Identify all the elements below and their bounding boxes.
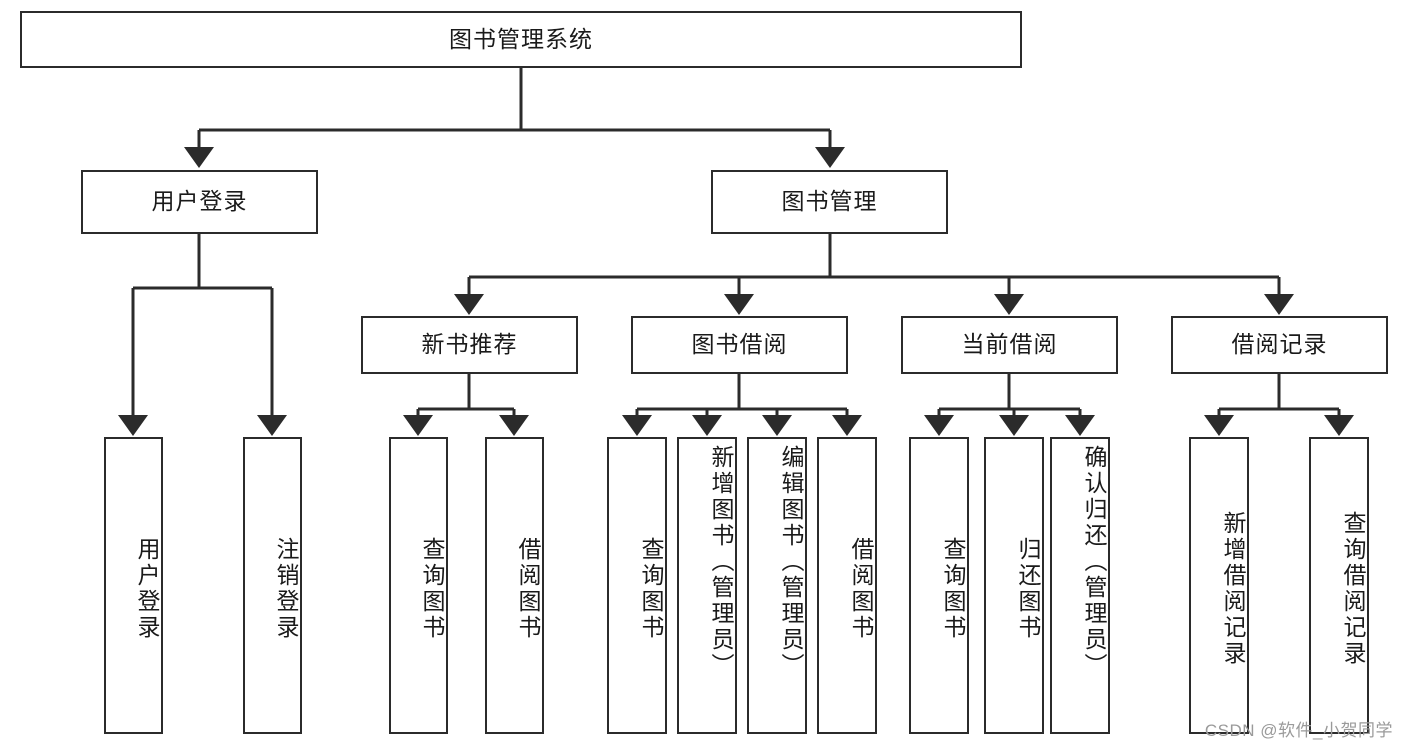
leaf-user-login[interactable]: 用户登录 bbox=[104, 437, 163, 734]
leaf-return-book[interactable]: 归还图书 bbox=[984, 437, 1044, 734]
node-label: 借阅图书 bbox=[515, 536, 541, 641]
node-label: 借阅图书 bbox=[848, 536, 874, 641]
node-label: 查询图书 bbox=[638, 536, 664, 641]
node-label: 新书推荐 bbox=[421, 331, 518, 358]
node-label: 用户登录 bbox=[151, 188, 248, 215]
leaf-borrow-book[interactable]: 借阅图书 bbox=[817, 437, 877, 734]
node-label: 归还图书 bbox=[1015, 536, 1041, 641]
node-label: 注销登录 bbox=[273, 536, 299, 641]
leaf-query-book-current[interactable]: 查询图书 bbox=[909, 437, 969, 734]
leaf-logout[interactable]: 注销登录 bbox=[243, 437, 302, 734]
leaf-edit-book-admin[interactable]: 编辑图书（管理员） bbox=[747, 437, 807, 734]
node-label: 查询借阅记录 bbox=[1340, 510, 1366, 667]
node-borrow-record[interactable]: 借阅记录 bbox=[1171, 316, 1388, 374]
node-root[interactable]: 图书管理系统 bbox=[20, 11, 1022, 68]
leaf-query-borrow-record[interactable]: 查询借阅记录 bbox=[1309, 437, 1369, 734]
leaf-borrow-book-recommend[interactable]: 借阅图书 bbox=[485, 437, 544, 734]
node-current-borrow[interactable]: 当前借阅 bbox=[901, 316, 1118, 374]
node-label: 新增图书（管理员） bbox=[708, 445, 734, 679]
node-label: 确认归还（管理员） bbox=[1081, 445, 1107, 679]
node-label: 图书借阅 bbox=[691, 331, 788, 358]
node-label: 图书管理 bbox=[781, 188, 878, 215]
leaf-confirm-return-admin[interactable]: 确认归还（管理员） bbox=[1050, 437, 1110, 734]
node-book-borrow[interactable]: 图书借阅 bbox=[631, 316, 848, 374]
node-label: 查询图书 bbox=[419, 536, 445, 641]
node-root-label: 图书管理系统 bbox=[449, 25, 593, 52]
node-new-book-recommend[interactable]: 新书推荐 bbox=[361, 316, 578, 374]
leaf-add-borrow-record[interactable]: 新增借阅记录 bbox=[1189, 437, 1249, 734]
node-label: 当前借阅 bbox=[961, 331, 1058, 358]
leaf-query-book-recommend[interactable]: 查询图书 bbox=[389, 437, 448, 734]
node-label: 查询图书 bbox=[940, 536, 966, 641]
watermark: CSDN @软件_小贺同学 bbox=[1204, 721, 1393, 740]
node-user-login[interactable]: 用户登录 bbox=[81, 170, 318, 234]
node-label: 用户登录 bbox=[134, 536, 160, 641]
node-book-management[interactable]: 图书管理 bbox=[711, 170, 948, 234]
node-label: 借阅记录 bbox=[1231, 331, 1328, 358]
leaf-add-book-admin[interactable]: 新增图书（管理员） bbox=[677, 437, 737, 734]
node-label: 新增借阅记录 bbox=[1220, 510, 1246, 667]
leaf-query-book-borrow[interactable]: 查询图书 bbox=[607, 437, 667, 734]
node-label: 编辑图书（管理员） bbox=[778, 445, 804, 679]
